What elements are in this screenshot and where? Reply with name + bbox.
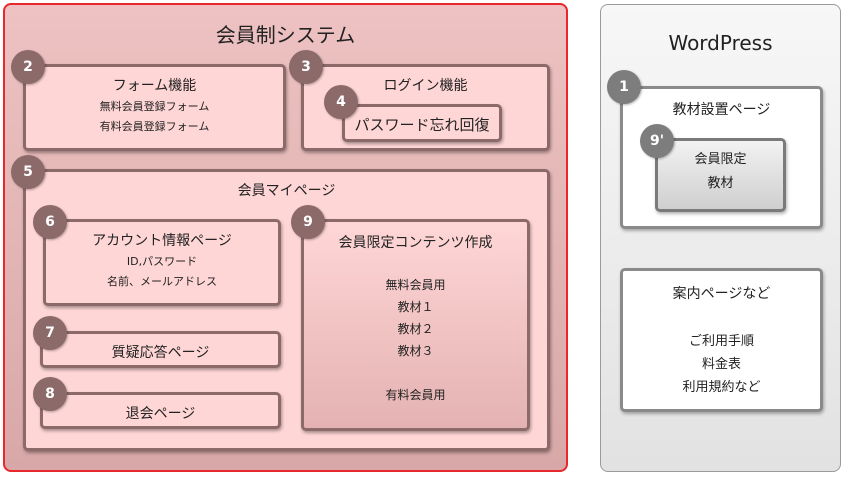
account-info-title: アカウント情報ページ — [92, 233, 232, 249]
member-content-title: 会員限定コンテンツ作成 — [338, 235, 493, 251]
badge-1: 1 — [607, 70, 641, 104]
content-line-free: 無料会員用 — [385, 278, 446, 292]
account-line-id: ID,パスワード — [126, 255, 198, 268]
limited-line-material: 教材 — [707, 176, 734, 191]
form-line-free: 無料会員登録フォーム — [99, 100, 210, 113]
badge-3: 3 — [289, 50, 323, 84]
content-line-material1: 教材１ — [397, 300, 434, 314]
qa-page-box: 質疑応答ページ — [40, 331, 281, 368]
badge-4: 4 — [324, 85, 358, 119]
password-recovery-title: パスワード忘れ回復 — [354, 116, 490, 134]
withdraw-page-title: 退会ページ — [125, 406, 196, 422]
account-info-box: アカウント情報ページ ID,パスワード 名前、メールアドレス — [43, 219, 281, 306]
qa-page-title: 質疑応答ページ — [111, 345, 210, 361]
guide-line-procedure: ご利用手順 — [688, 334, 754, 349]
guide-line-price: 料金表 — [701, 357, 741, 372]
form-function-box: フォーム機能 無料会員登録フォーム 有料会員登録フォーム — [23, 64, 286, 151]
badge-9: 9 — [291, 205, 325, 239]
guide-pages-box: 案内ページなど ご利用手順 料金表 利用規約など — [620, 268, 823, 412]
limited-materials-box: 会員限定 教材 — [655, 138, 786, 212]
member-content-box: 会員限定コンテンツ作成 無料会員用 教材１ 教材２ 教材３ 有料会員用 — [301, 219, 530, 431]
form-line-paid: 有料会員登録フォーム — [99, 120, 210, 133]
content-line-paid: 有料会員用 — [385, 388, 446, 402]
account-line-name: 名前、メールアドレス — [107, 275, 217, 288]
badge-6: 6 — [33, 205, 67, 239]
badge-5: 5 — [11, 155, 45, 189]
badge-7: 7 — [33, 316, 67, 350]
content-line-material2: 教材２ — [397, 322, 434, 336]
form-function-title: フォーム機能 — [112, 78, 197, 94]
withdraw-page-box: 退会ページ — [40, 392, 281, 429]
limited-line-member: 会員限定 — [694, 152, 747, 167]
badge-9-prime: 9' — [640, 124, 674, 158]
content-line-material3: 教材３ — [397, 344, 434, 358]
my-page-title: 会員マイページ — [237, 183, 336, 199]
guide-pages-title: 案内ページなど — [672, 286, 771, 302]
wordpress-title: WordPress — [668, 31, 773, 55]
guide-line-terms: 利用規約など — [682, 380, 761, 395]
materials-page-title: 教材設置ページ — [672, 102, 771, 118]
login-function-title: ログイン機能 — [383, 78, 468, 94]
password-recovery-box: パスワード忘れ回復 — [342, 104, 502, 142]
badge-8: 8 — [33, 377, 67, 411]
member-system-title: 会員制システム — [215, 23, 356, 47]
badge-2: 2 — [11, 50, 45, 84]
